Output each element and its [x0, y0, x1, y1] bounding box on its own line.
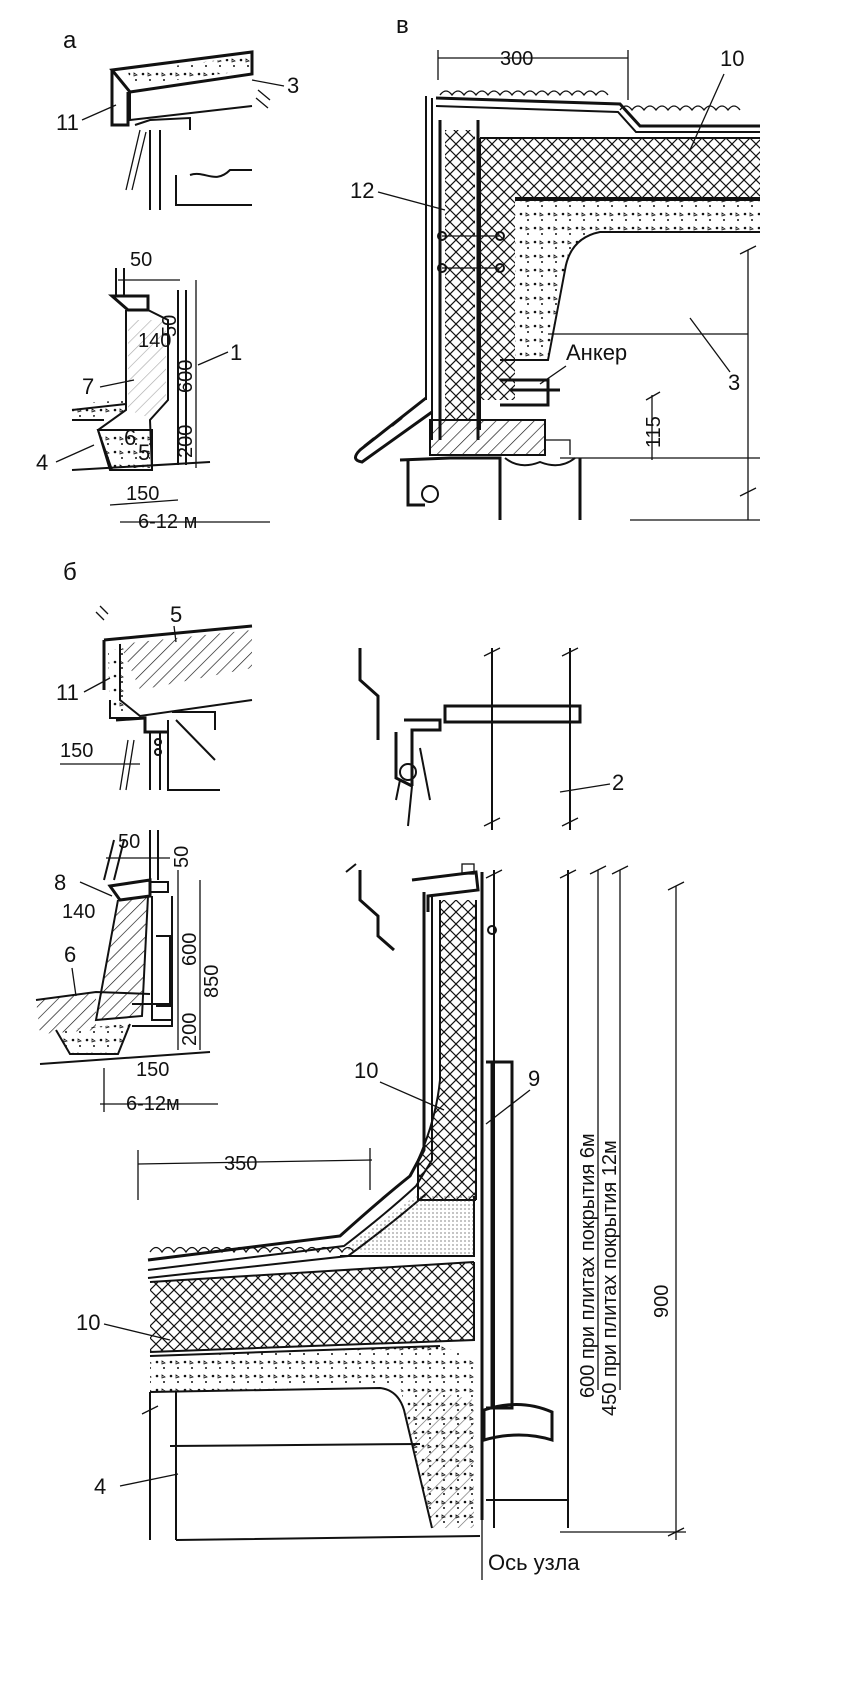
label-10-b-upper: 10: [354, 1058, 378, 1083]
label-8: 8: [54, 870, 66, 895]
panel-a-letter: а: [63, 27, 77, 54]
dim-50-b: 50: [118, 831, 140, 853]
dim-600-note: 600 при плитах покрытия 6м: [577, 1133, 599, 1398]
label-7: 7: [82, 374, 94, 399]
dim-200-b: 200: [179, 1013, 201, 1046]
label-1: 1: [230, 340, 242, 365]
label-9: 9: [528, 1066, 540, 1091]
axis-label: Ось узла: [488, 1550, 580, 1575]
panel-a: а 11 3: [36, 27, 299, 533]
label-4-a: 4: [36, 450, 48, 475]
dim-450-note: 450 при плитах покрытия 12м: [599, 1140, 621, 1416]
dim-50v-a: 50: [159, 315, 181, 337]
dim-600-a: 600: [175, 360, 197, 393]
label-11-b: 11: [56, 680, 79, 705]
panel-v: в 300: [354, 12, 760, 521]
dim-600-b: 600: [179, 933, 201, 966]
label-3-v: 3: [728, 370, 740, 395]
label-4-b: 4: [94, 1474, 106, 1499]
panel-b-column-upper: [358, 647, 582, 830]
dim-350-b: 350: [224, 1153, 257, 1175]
panel-b: б: [63, 559, 253, 791]
dim-900-b: 900: [651, 1285, 673, 1318]
label-anchor: Анкер: [566, 340, 627, 365]
dim-300-v: 300: [500, 48, 533, 70]
dim-115-v: 115: [643, 416, 665, 448]
label-5-a: 5: [138, 440, 150, 465]
dim-140-a: 140: [138, 330, 171, 352]
dim-50-a: 50: [130, 249, 152, 271]
label-10-b-lower: 10: [76, 1310, 100, 1335]
label-12: 12: [350, 178, 374, 203]
label-10-v: 10: [720, 46, 744, 71]
panel-b-letter: б: [63, 559, 77, 586]
label-11-a: 11: [56, 110, 79, 135]
dim-150-a: 150: [126, 483, 159, 505]
dim-850-b: 850: [201, 965, 223, 998]
dim-150-b: 150: [136, 1059, 169, 1081]
panel-b-main-detail: [137, 863, 686, 1580]
panel-b-parapet-detail: [35, 830, 211, 1065]
panel-v-letter: в: [396, 12, 409, 39]
dim-50v-b: 50: [171, 846, 193, 868]
dim-200-a: 200: [175, 425, 197, 458]
label-6-b: 6: [64, 942, 76, 967]
panel-a-parapet-detail: [71, 268, 211, 471]
dim-150-b-top: 150: [60, 740, 93, 762]
label-3-a: 3: [287, 73, 299, 98]
label-5-b: 5: [170, 602, 182, 627]
gravel-layer-v: [439, 90, 741, 112]
panel-a-top-detail: [109, 50, 271, 210]
label-6-a: 6: [124, 425, 136, 450]
label-2: 2: [612, 770, 624, 795]
dim-140-b: 140: [62, 901, 95, 923]
